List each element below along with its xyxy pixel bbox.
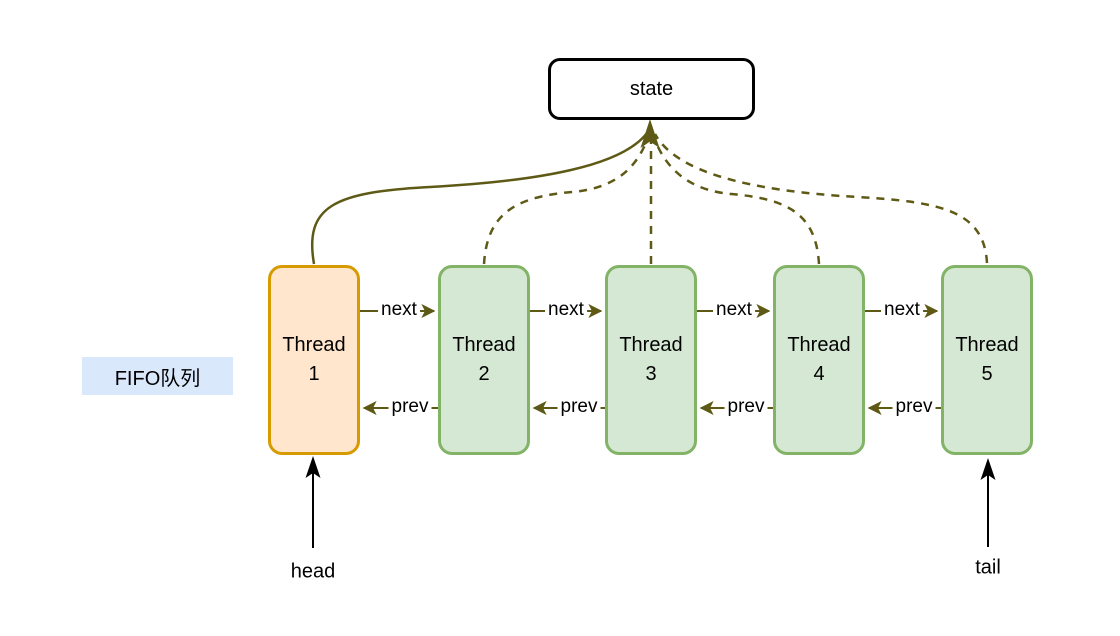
tail-pointer-label: tail bbox=[975, 556, 1001, 579]
state-pointer-curve-thread5 bbox=[653, 133, 989, 264]
next-edge-label-1: next bbox=[378, 299, 420, 321]
state-node-label: state bbox=[629, 77, 674, 100]
state-pointer-curve-thread1 bbox=[310, 132, 648, 265]
tail-pointer-arrowhead bbox=[980, 458, 996, 480]
thread-node-3: Thread 3 bbox=[605, 265, 697, 455]
thread-node-label: Thread 1 bbox=[282, 334, 346, 385]
thread-node-2: Thread 2 bbox=[438, 265, 530, 455]
thread-node-label: Thread 2 bbox=[452, 334, 516, 385]
thread-node-label: Thread 4 bbox=[787, 334, 851, 385]
head-pointer-arrowhead bbox=[305, 456, 321, 478]
thread-node-5: Thread 5 bbox=[941, 265, 1033, 455]
state-arrowhead bbox=[640, 119, 660, 148]
prev-edge-label-3: prev bbox=[724, 396, 768, 418]
state-pointer-curve-thread4 bbox=[651, 134, 821, 265]
prev-edge-label-4: prev bbox=[892, 396, 936, 418]
next-edge-label-2: next bbox=[545, 299, 587, 321]
prev-edge-label-1: prev bbox=[388, 396, 432, 418]
fifo-queue-label-text: FIFO队列 bbox=[114, 367, 201, 390]
state-pointer-curve-thread2 bbox=[482, 134, 651, 265]
state-node: state bbox=[548, 58, 755, 120]
next-edge-label-3: next bbox=[713, 299, 755, 321]
thread-node-label: Thread 5 bbox=[955, 334, 1019, 385]
thread-node-label: Thread 3 bbox=[619, 334, 683, 385]
head-pointer-label: head bbox=[290, 560, 336, 583]
fifo-queue-label: FIFO队列 bbox=[82, 357, 233, 395]
thread-node-4: Thread 4 bbox=[773, 265, 865, 455]
next-edge-label-4: next bbox=[881, 299, 923, 321]
prev-edge-label-2: prev bbox=[557, 396, 601, 418]
thread-node-1: Thread 1 bbox=[268, 265, 360, 455]
